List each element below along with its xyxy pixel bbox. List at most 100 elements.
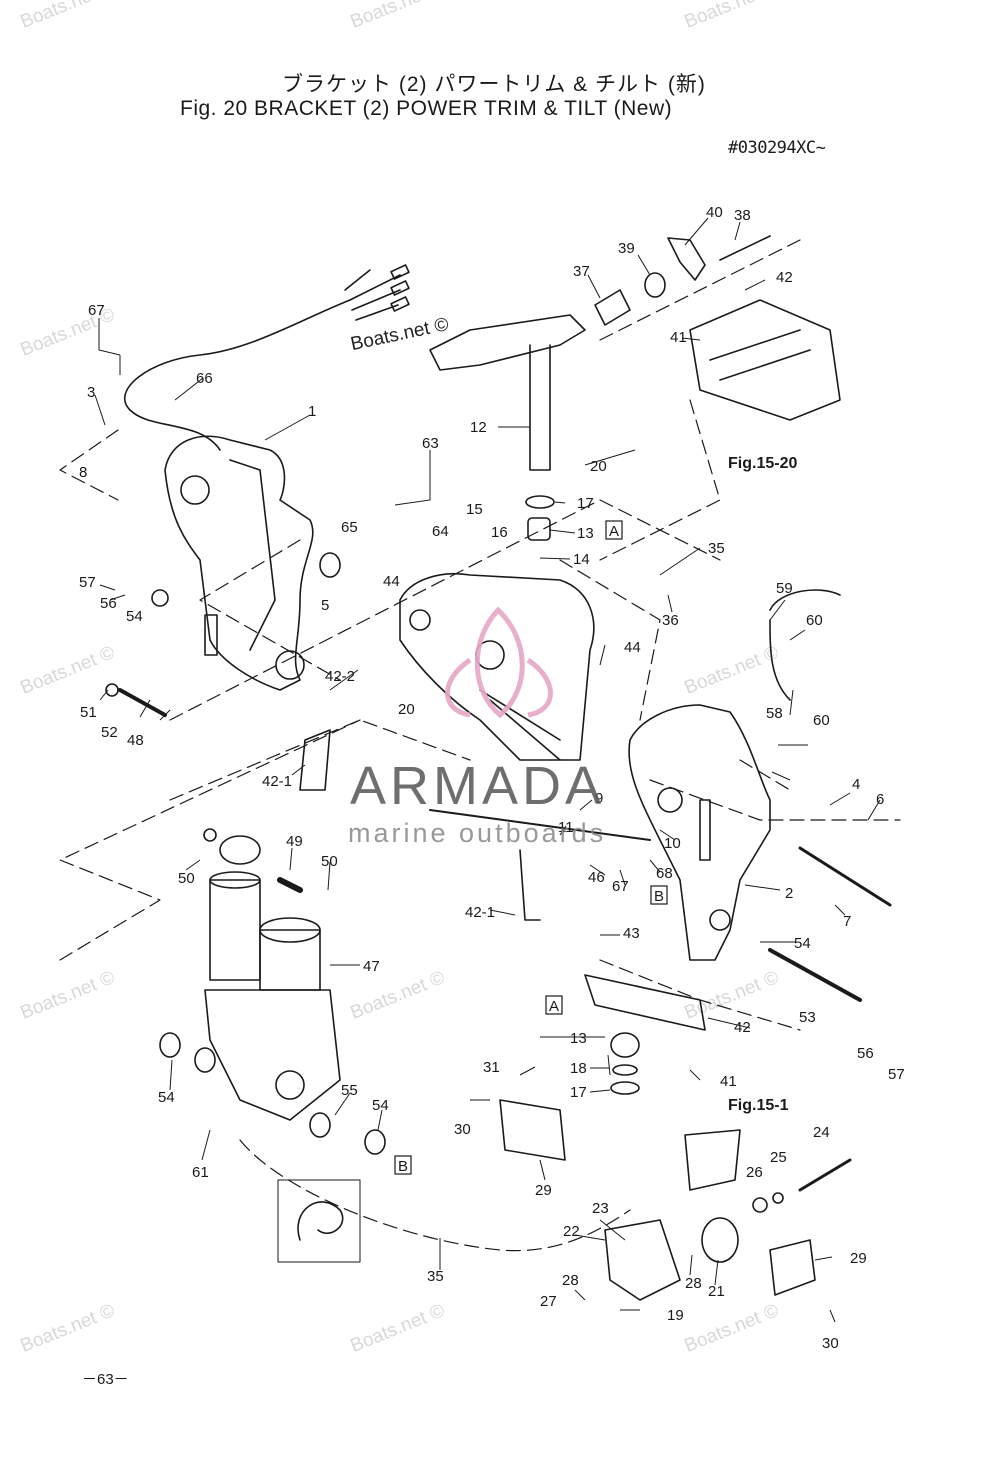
callout-13: 13 xyxy=(577,525,594,542)
callout-39: 42 xyxy=(776,269,793,286)
callout-53: 55 xyxy=(341,1082,358,1099)
callout-27: 27 xyxy=(540,1293,557,1310)
callout-61: 64 xyxy=(432,523,449,540)
callout-26: 26 xyxy=(746,1164,763,1181)
callout-41: 41 xyxy=(720,1073,737,1090)
tilt-cylinder xyxy=(209,879,261,981)
callout-36: 39 xyxy=(618,240,635,257)
figure-ref-15-20: Fig.15-20 xyxy=(728,455,797,472)
callout-32: 35 xyxy=(427,1268,444,1285)
callout-40: 42 xyxy=(734,1019,751,1036)
callout-34: 37 xyxy=(573,263,590,280)
callout-21: 21 xyxy=(708,1283,725,1300)
callout-50: 52 xyxy=(101,724,118,741)
callout-42: 42-1 xyxy=(465,904,495,921)
diagram-title-english: Fig. 20 BRACKET (2) POWER TRIM & TILT (N… xyxy=(180,97,673,120)
bracket-right-outline xyxy=(628,704,771,961)
callout-9: 9 xyxy=(595,790,603,807)
callout-3: 3 xyxy=(87,384,95,401)
callout-20: 20 xyxy=(590,458,607,475)
callout-57: 59 xyxy=(776,580,793,597)
callout-30: 30 xyxy=(454,1121,471,1138)
callout-17: 17 xyxy=(577,495,594,512)
callout-52: 54 xyxy=(372,1097,389,1114)
callout-52: 54 xyxy=(158,1089,175,1106)
callout-22: 22 xyxy=(563,1223,580,1240)
callout-35: 38 xyxy=(734,207,751,224)
callout-54: 56 xyxy=(100,595,117,612)
callout-28: 28 xyxy=(685,1275,702,1292)
callout-28: 28 xyxy=(562,1272,579,1289)
callout-66: 68 xyxy=(656,865,673,882)
armada-logo-mark xyxy=(445,606,553,719)
callout-54: 56 xyxy=(857,1045,874,1062)
diagram-title-japanese: ブラケット (2) パワートリム & チルト (新) xyxy=(282,73,706,96)
callout-19: 19 xyxy=(667,1307,684,1324)
wire-harness xyxy=(123,299,351,451)
callout-62: 65 xyxy=(341,519,358,536)
fig15-20-casting xyxy=(689,299,841,421)
marker-box-b xyxy=(394,1155,412,1175)
callout-65: 67 xyxy=(612,878,629,895)
callout-52: 54 xyxy=(126,608,143,625)
callout-58: 60 xyxy=(806,612,823,629)
callout-30: 30 xyxy=(822,1335,839,1352)
callout-52: 54 xyxy=(794,935,811,952)
marker-box-a xyxy=(545,995,563,1015)
stop-plate xyxy=(584,974,706,1031)
callout-45: 47 xyxy=(363,958,380,975)
callout-1: 1 xyxy=(308,403,316,420)
callout-48: 50 xyxy=(321,853,338,870)
callout-10: 10 xyxy=(664,835,681,852)
callout-23: 23 xyxy=(592,1200,609,1217)
callout-29: 29 xyxy=(850,1250,867,1267)
callout-37: 40 xyxy=(706,204,723,221)
callout-13: 13 xyxy=(570,1030,587,1047)
marker-a-label: A xyxy=(609,523,619,540)
serial-range: #030294XC~ xyxy=(728,138,826,158)
marker-b-label: B xyxy=(398,1158,408,1175)
assembly-dash-lines xyxy=(59,239,901,1252)
callout-49: 51 xyxy=(80,704,97,721)
callout-17: 17 xyxy=(570,1084,587,1101)
callout-56: 58 xyxy=(766,705,783,722)
callout-58: 60 xyxy=(813,712,830,729)
callout-20: 20 xyxy=(398,701,415,718)
callout-8: 8 xyxy=(79,464,87,481)
callout-14: 14 xyxy=(573,551,590,568)
callout-43: 44 xyxy=(383,573,400,590)
callout-4: 4 xyxy=(852,776,860,793)
marker-a-label: A xyxy=(549,998,559,1015)
brand-watermark-sub: marine outboards xyxy=(348,818,607,848)
figure-ref-15-1: Fig.15-1 xyxy=(728,1097,789,1114)
callout-55: 57 xyxy=(888,1066,905,1083)
marker-box-a xyxy=(605,520,623,540)
callout-46: 48 xyxy=(127,732,144,749)
callout-18: 18 xyxy=(570,1060,587,1077)
callout-47: 49 xyxy=(286,833,303,850)
callout-6: 6 xyxy=(876,791,884,808)
callout-16: 16 xyxy=(491,524,508,541)
callout-43: 44 xyxy=(624,639,641,656)
bracket-left-outline xyxy=(164,435,314,691)
callout-32: 35 xyxy=(708,540,725,557)
callout-5: 5 xyxy=(321,597,329,614)
callout-33: 36 xyxy=(662,612,679,629)
leader-lines xyxy=(94,217,881,1323)
callout-25: 25 xyxy=(770,1149,787,1166)
box-markers: A A B B xyxy=(394,520,668,1175)
callout-42: 42-1 xyxy=(262,773,292,790)
callout-15: 15 xyxy=(466,501,483,518)
steering-arm xyxy=(429,314,586,371)
callout-48: 50 xyxy=(178,870,195,887)
callout-64: 67 xyxy=(88,302,105,319)
callout-51: 53 xyxy=(799,1009,816,1026)
callout-63: 66 xyxy=(196,370,213,387)
marker-box-b xyxy=(650,885,668,905)
callout-29: 29 xyxy=(535,1182,552,1199)
callout-31: 31 xyxy=(483,1059,500,1076)
page-number: －63－ xyxy=(82,1371,129,1388)
callout-2: 2 xyxy=(785,885,793,902)
